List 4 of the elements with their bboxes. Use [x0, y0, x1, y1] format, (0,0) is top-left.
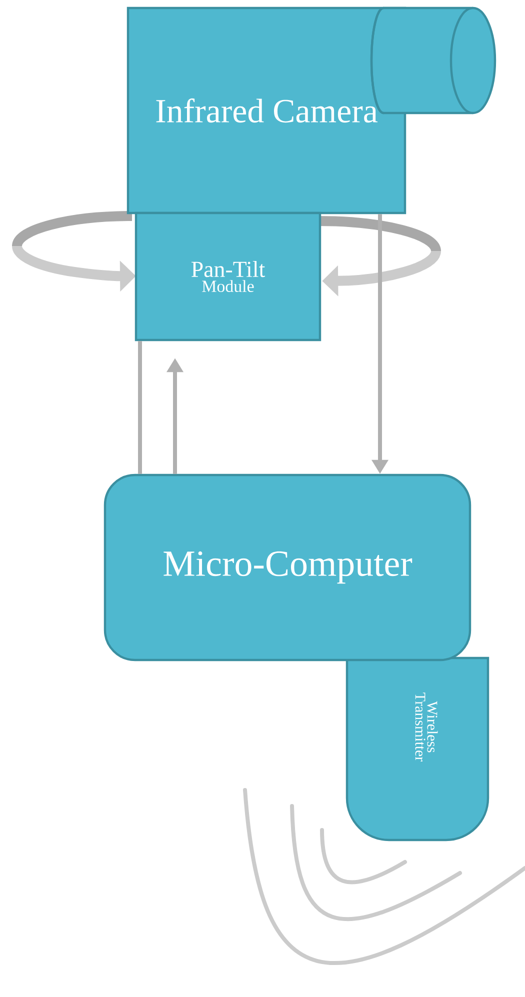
transmitter-box: Wireless Transmitter — [346, 656, 490, 842]
process-box: Micro-Computer — [104, 474, 472, 662]
camera-box: Infrared Camera — [126, 6, 496, 214]
process-box: Pan-Tilt Module — [134, 212, 322, 342]
